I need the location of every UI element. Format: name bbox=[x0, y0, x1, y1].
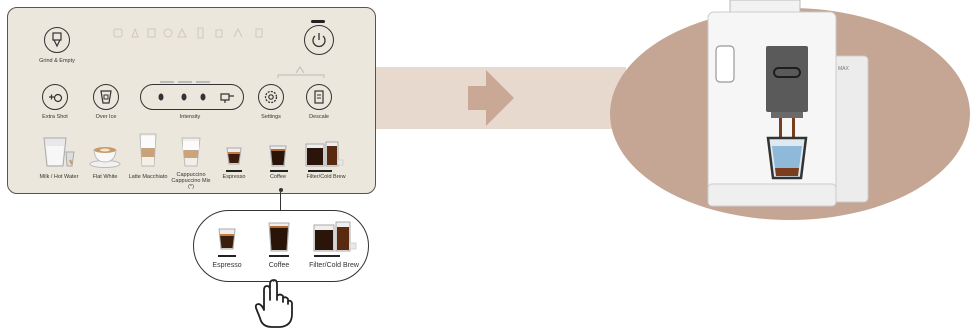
descale-icon bbox=[314, 90, 324, 104]
status-icons-row bbox=[113, 27, 263, 39]
callout-line bbox=[280, 192, 282, 210]
coffee-label: Coffee bbox=[269, 174, 287, 180]
power-indicator bbox=[311, 20, 325, 23]
filter-cold-brew-button[interactable] bbox=[304, 138, 346, 170]
grind-empty-button[interactable] bbox=[44, 27, 70, 53]
extra-shot-icon bbox=[49, 93, 63, 103]
intensity-level-2 bbox=[178, 81, 192, 83]
flat-white-button[interactable] bbox=[88, 140, 122, 168]
combo-bracket bbox=[277, 66, 325, 78]
coffee-button[interactable] bbox=[267, 144, 289, 170]
zoom-espresso-bar bbox=[218, 255, 236, 257]
over-ice-label: Over Ice bbox=[95, 114, 117, 120]
settings-label: Settings bbox=[261, 114, 281, 120]
zoom-filter-cold-brew-cups bbox=[313, 221, 357, 252]
espresso-strength-bar bbox=[226, 170, 242, 172]
water-tank-max-label: MAX bbox=[838, 66, 849, 72]
intensity-level-1 bbox=[160, 81, 174, 83]
intensity-label: Intensity bbox=[179, 114, 201, 120]
zoom-callout: Espresso Coffee Filter/Cold Brew bbox=[193, 210, 369, 282]
zoom-coffee-bar bbox=[269, 255, 289, 257]
zoom-filter-cold-brew-bar bbox=[314, 255, 340, 257]
cappuccino-button[interactable] bbox=[179, 136, 203, 170]
milk-hot-water-button[interactable] bbox=[38, 134, 80, 170]
coffee-machine-illustration bbox=[707, 0, 869, 207]
zoom-espresso-cup bbox=[218, 228, 236, 250]
grind-empty-label: Grind & Empty bbox=[39, 58, 75, 64]
ice-glass-icon bbox=[100, 90, 112, 104]
cappuccino-note: (*) bbox=[188, 184, 194, 190]
hand-pointer-icon bbox=[254, 279, 293, 328]
intensity-selector[interactable] bbox=[140, 84, 244, 110]
filter-cold-brew-strength-bar bbox=[308, 170, 332, 172]
extra-shot-label: Extra Shot bbox=[42, 114, 68, 120]
power-icon bbox=[312, 33, 326, 48]
gear-icon bbox=[264, 90, 278, 104]
zoom-coffee-cup bbox=[268, 222, 290, 252]
descale-label: Descale bbox=[309, 114, 329, 120]
callout-anchor-dot bbox=[279, 188, 283, 192]
control-panel: Grind & Empty Extra Shot Over Ice bbox=[7, 7, 376, 194]
espresso-button[interactable] bbox=[224, 146, 244, 170]
zoom-espresso-label: Espresso bbox=[212, 262, 242, 269]
arrow-right-icon bbox=[468, 70, 514, 126]
settings-button[interactable] bbox=[258, 84, 284, 110]
cappuccino-mix-label: Cappuccino Mix bbox=[171, 178, 211, 184]
zoom-filter-cold-brew-label: Filter/Cold Brew bbox=[309, 262, 359, 269]
cappuccino-label: Cappuccino bbox=[176, 172, 206, 178]
latte-macchiato-label: Latte Macchiato bbox=[128, 174, 168, 180]
extra-shot-button[interactable] bbox=[42, 84, 68, 110]
coffee-strength-bar bbox=[270, 170, 288, 172]
filter-cold-brew-label: Filter/Cold Brew bbox=[306, 174, 346, 180]
coffee-bean-icons bbox=[158, 93, 234, 103]
latte-macchiato-button[interactable] bbox=[136, 132, 160, 170]
flat-white-label: Flat White bbox=[92, 174, 118, 180]
grinder-icon bbox=[52, 32, 62, 48]
zoom-coffee-label: Coffee bbox=[268, 262, 290, 269]
descale-button[interactable] bbox=[306, 84, 332, 110]
over-ice-button[interactable] bbox=[93, 84, 119, 110]
milk-hot-water-label: Milk / Hot Water bbox=[39, 174, 79, 180]
intensity-level-3 bbox=[196, 81, 210, 83]
espresso-label: Espresso bbox=[222, 174, 246, 180]
power-button[interactable] bbox=[304, 20, 334, 55]
